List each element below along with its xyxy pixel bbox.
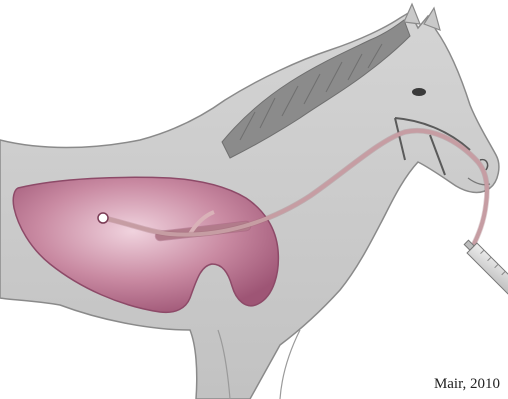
eye — [412, 88, 426, 96]
syringe — [459, 235, 508, 314]
tube-tip-marker — [98, 213, 108, 223]
credit-caption: Mair, 2010 — [434, 376, 500, 393]
